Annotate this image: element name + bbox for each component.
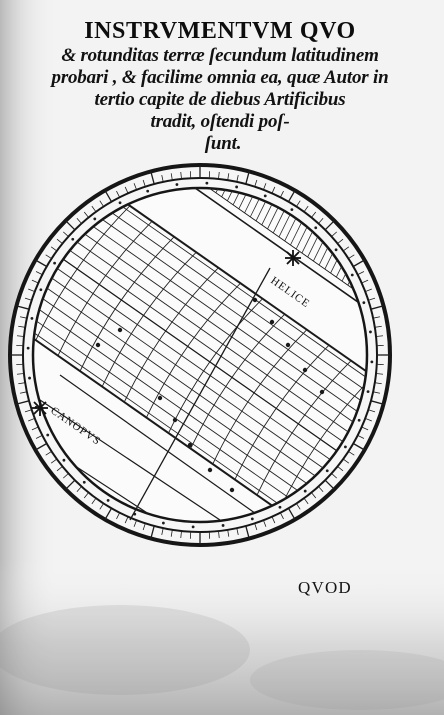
page-heading: INSTRVMENTVM QVO & rotunditas terræ ſecu… bbox=[20, 18, 420, 155]
heading-line-2: probari , & facilime omnia ea, quæ Autor… bbox=[51, 67, 389, 88]
ring-ticks bbox=[10, 165, 390, 545]
catchword: QVOD bbox=[298, 578, 352, 597]
canopus-star-icon bbox=[32, 400, 48, 416]
heading-line-4: tradit, oſtendi poſ- bbox=[150, 111, 290, 132]
heading-line-5: ſunt. bbox=[204, 133, 242, 154]
heading-line-3: tertio capite de diebus Artificibus bbox=[94, 89, 346, 110]
instrument-figure: HELICE CANOPVS bbox=[8, 163, 392, 547]
heading-title: INSTRVMENTVM QVO bbox=[84, 18, 356, 44]
ring-numerals bbox=[26, 181, 374, 529]
heading-line-1: & rotunditas terræ ſecundum latitudinem bbox=[61, 45, 379, 66]
axis-line bbox=[129, 267, 271, 521]
hour-numerals bbox=[95, 297, 325, 493]
globe-cylinder bbox=[33, 188, 367, 522]
helice-star-icon bbox=[285, 250, 301, 266]
